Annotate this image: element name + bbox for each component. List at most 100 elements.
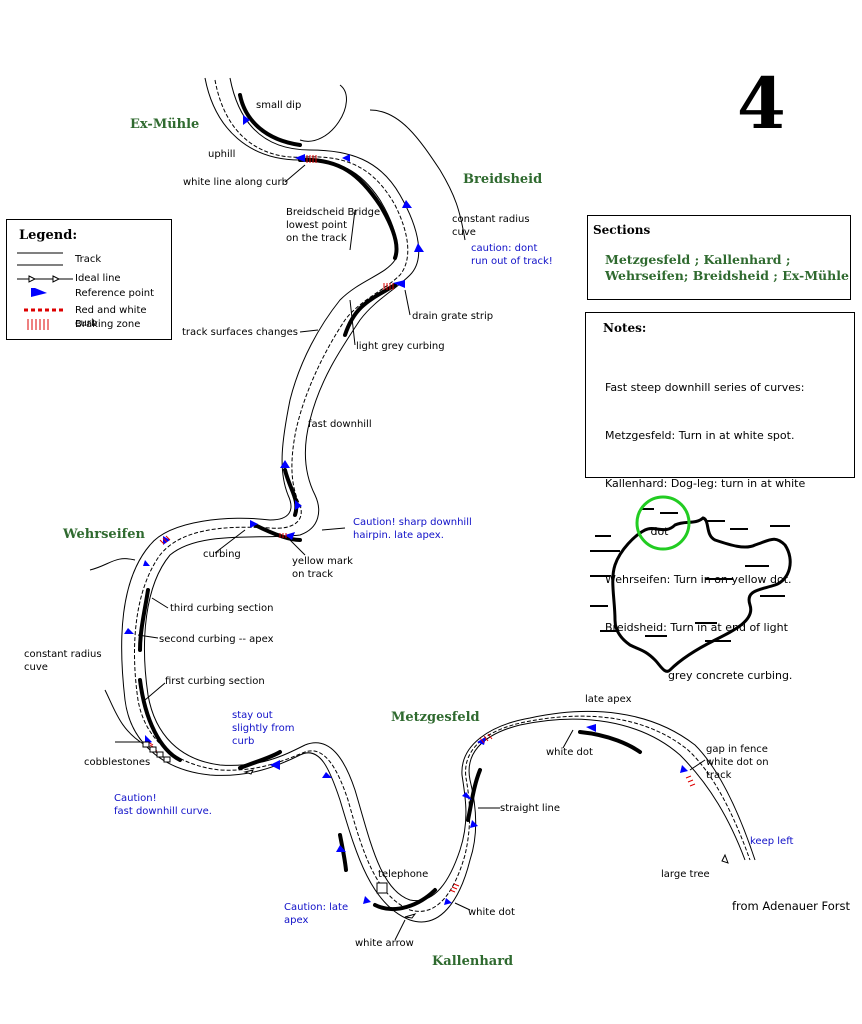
- reference-points: [124, 115, 688, 905]
- annotation-white-line-along-curb: white line along curb: [183, 177, 288, 188]
- reference-point-icon: [477, 737, 486, 745]
- reference-point-icon: [393, 280, 405, 288]
- reference-point-icon: [243, 115, 250, 125]
- annotation-caution-late-apex: Caution: late apex: [284, 902, 349, 926]
- sections-title: Sections: [593, 223, 651, 237]
- highlight-circle: [635, 495, 691, 551]
- track-edge: [299, 718, 746, 923]
- reference-point-icon: [444, 898, 452, 905]
- annotation-large-tree: large tree: [661, 869, 710, 880]
- white-arrow-icon: [404, 913, 417, 919]
- annotation-light-grey-curbing: light grey curbing: [356, 341, 445, 352]
- overview-track: [611, 516, 792, 673]
- track-edge: [144, 77, 420, 766]
- reference-point-icon: [31, 288, 47, 297]
- curbing: [373, 888, 437, 911]
- white-arrow-icon: [243, 769, 254, 775]
- track-edge: [299, 84, 347, 142]
- curbing: [466, 768, 482, 822]
- section-label-kallenhard: Kallenhard: [432, 954, 514, 969]
- telephone-icon: [376, 882, 388, 894]
- annotation-constant-radius-top: constant radius cuve: [452, 214, 530, 238]
- annotation-uphill: uphill: [208, 149, 236, 160]
- annotation-third-curbing: third curbing section: [170, 603, 274, 614]
- annotation-gap-in-fence: gap in fence white dot on track: [706, 744, 769, 781]
- curbing: [253, 523, 302, 542]
- track-edge: [89, 558, 136, 571]
- white-arrow-icon: [721, 853, 729, 864]
- notes-title: Notes:: [603, 321, 647, 335]
- curbing: [138, 678, 182, 762]
- reference-point-icon: [163, 536, 170, 545]
- reference-point-icon: [285, 532, 295, 540]
- sections-box: Sections Metzgesfeld ; Kallenhard ; Wehr…: [587, 215, 851, 300]
- notes-line: Metzgesfeld: Turn in at white spot.: [605, 429, 795, 442]
- annotation-keep-left: keep left: [750, 836, 794, 847]
- section-label-breidsheid: Breidsheid: [463, 172, 543, 187]
- ideal-line: [134, 79, 751, 912]
- sections-line-1: Metzgesfeld ; Kallenhard ;: [605, 252, 791, 267]
- reference-point-icon: [462, 792, 472, 800]
- curbing: [238, 750, 282, 770]
- curbing: [338, 833, 348, 872]
- annotation-cobblestones: cobblestones: [84, 757, 151, 768]
- annotation-caution-sharp-hairpin: Caution! sharp downhill hairpin. late ap…: [353, 517, 472, 541]
- track-edge: [104, 689, 146, 746]
- braking-zone: [306, 155, 317, 163]
- track-edge: [369, 109, 466, 241]
- reference-point-icon: [295, 500, 302, 510]
- notes-line: Fast steep downhill series of curves:: [605, 381, 805, 394]
- braking-zone: [479, 733, 493, 744]
- section-label-ex-muhle: Ex-Mühle: [130, 117, 200, 132]
- braking-zone: [279, 533, 287, 538]
- notes-line: Wehrseifen: Turn in on yellow dot.: [605, 573, 792, 586]
- braking-zone: [685, 775, 696, 787]
- annotation-first-curbing: first curbing section: [165, 676, 265, 687]
- section-label-metzgesfeld: Metzgesfeld: [391, 710, 480, 725]
- reference-point-icon: [470, 820, 478, 828]
- reference-point-icon: [336, 845, 346, 852]
- reference-point-icon: [414, 243, 424, 252]
- annotation-late-apex: late apex: [585, 694, 632, 705]
- curbing: [238, 93, 302, 147]
- reference-point-icon: [402, 200, 412, 208]
- page-number: 4: [737, 62, 786, 145]
- sections-line-2: Wehrseifen; Breidsheid ; Ex-Mühle: [605, 268, 849, 283]
- reference-point-icon: [680, 765, 688, 773]
- notes-line: Kallenhard: Dog-leg: turn in at white: [605, 477, 806, 490]
- braking-zone-icon: [27, 319, 49, 330]
- braking-zone: [159, 535, 171, 545]
- notes-body: Fast steep downhill series of curves: Me…: [605, 348, 805, 716]
- curbing: [138, 588, 150, 652]
- curbing: [283, 468, 299, 517]
- annotation-white-arrow: white arrow: [355, 938, 414, 949]
- notes-line: Breidsheid: Turn in at end of light: [605, 621, 788, 634]
- curbing: [298, 157, 399, 260]
- annotation-curbing: curbing: [203, 549, 241, 560]
- annotation-constant-radius-left: constant radius cuve: [24, 649, 102, 673]
- annotation-track-surfaces-changes: track surfaces changes: [182, 327, 298, 338]
- annotation-caution-dont-run-out: caution: dont run out of track!: [471, 243, 553, 267]
- curbing: [343, 283, 397, 337]
- annotation-straight-line: straight line: [500, 803, 560, 814]
- annotation-small-dip: small dip: [256, 100, 302, 111]
- curbing: [578, 730, 642, 754]
- legend: Legend: Track Ideal line Reference point…: [6, 219, 172, 340]
- annotation-yellow-mark: yellow mark on track: [292, 556, 353, 580]
- section-label-wehrseifen: Wehrseifen: [63, 527, 145, 542]
- track-lines-icon: [17, 252, 63, 266]
- reference-point-icon: [270, 760, 280, 770]
- annotation-from-adenauer-forst: from Adenauer Forst: [732, 899, 851, 913]
- reference-point-icon: [280, 460, 290, 468]
- reference-point-icon: [322, 772, 332, 778]
- overview-map: [590, 495, 792, 673]
- track-edge: [304, 711, 756, 902]
- annotation-fast-downhill: fast downhill: [308, 419, 372, 430]
- annotation-telephone: telephone: [378, 869, 429, 880]
- reference-point-icon: [586, 724, 596, 732]
- annotation-second-curbing: second curbing -- apex: [159, 634, 274, 645]
- reference-point-icon: [363, 896, 371, 904]
- reference-point-icon: [143, 560, 150, 566]
- red-white-curb-icon: [24, 308, 64, 312]
